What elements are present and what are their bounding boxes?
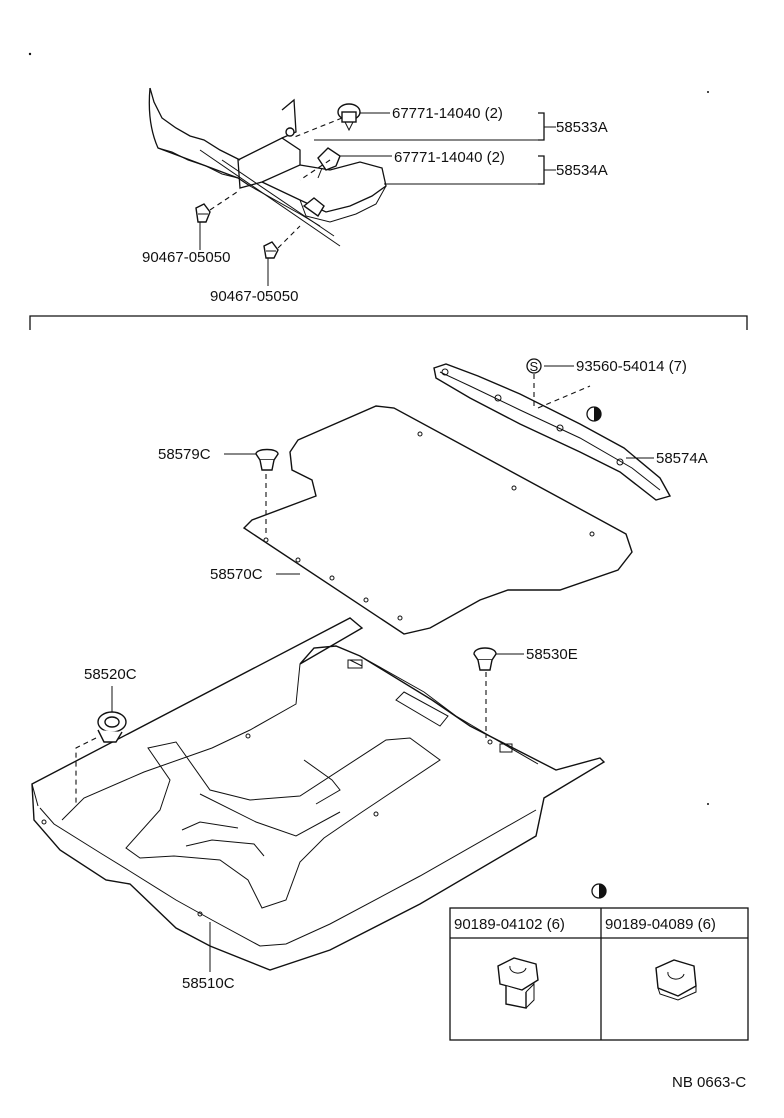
grommet-a-label: 90467-05050 [142, 249, 230, 266]
rear-panel-label: 58574A [656, 450, 708, 467]
reference-code: NB 0663-C [672, 1074, 746, 1091]
grommet-a-part [195, 203, 211, 223]
svg-text:S: S [530, 359, 539, 374]
legend-left-label: 90189-04102 (6) [454, 916, 565, 933]
clip-type-b-drawing [655, 959, 697, 1001]
rear-panel-part [433, 363, 672, 501]
fastener-right-label: 58530E [526, 646, 578, 663]
group-b-label: 58534A [556, 162, 608, 179]
legend-right-label: 90189-04089 (6) [605, 916, 716, 933]
legend-table [449, 907, 749, 1041]
retainer-part [255, 448, 279, 471]
grommet-b-label: 90467-05050 [210, 288, 298, 305]
floor-mat-part [242, 405, 633, 635]
clip-upper-a-label: 67771-14040 (2) [392, 105, 503, 122]
section-divider [29, 315, 748, 330]
half-circle-symbol-2 [591, 883, 607, 899]
upper-bracket-assembly [148, 87, 556, 286]
floor-mat-label: 58570C [210, 566, 263, 583]
group-a-label: 58533A [556, 119, 608, 136]
carpet-part [31, 617, 606, 971]
fastener-left-label: 58520C [84, 666, 137, 683]
half-circle-symbol-1 [586, 406, 602, 422]
fastener-left-part [97, 711, 127, 743]
carpet-label: 58510C [182, 975, 235, 992]
clip-upper-b-part [317, 147, 341, 179]
screw-label: 93560-54014 (7) [576, 358, 687, 375]
fastener-right-part [473, 647, 497, 671]
clip-type-a-drawing [497, 957, 539, 1009]
bracket-clip-part [302, 197, 325, 218]
screw-symbol: S [526, 358, 542, 374]
retainer-label: 58579C [158, 446, 211, 463]
grommet-b-part [263, 241, 279, 259]
clip-upper-a-part [337, 103, 361, 132]
clip-upper-b-label: 67771-14040 (2) [394, 149, 505, 166]
